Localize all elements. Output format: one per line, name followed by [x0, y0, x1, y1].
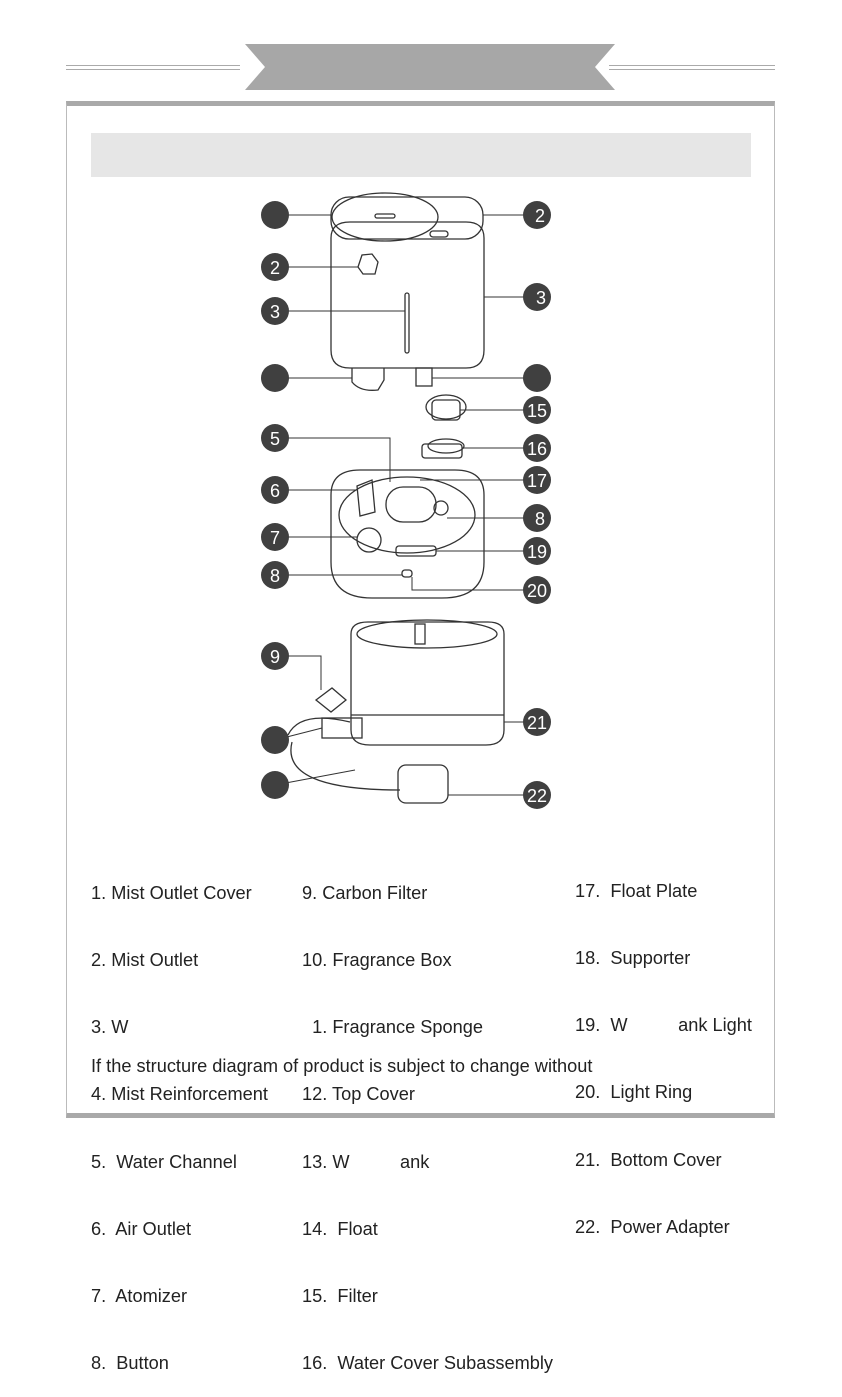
legend-item: 20. Light Ring: [575, 1082, 693, 1103]
callout-7: [261, 523, 289, 551]
legend-item: 1. Fragrance Sponge: [302, 1017, 483, 1038]
legend-item: 19. W ank Light: [575, 1015, 752, 1036]
callout-label: 20: [527, 581, 547, 601]
callout-19: [523, 537, 551, 565]
callout-label: 5: [270, 429, 280, 449]
callout-label: 2: [270, 258, 280, 278]
callout-label: 6: [270, 481, 280, 501]
header-rule-left: [66, 65, 240, 70]
callout-label: 22: [527, 786, 547, 806]
disclaimer-note: If the structure diagram of product is s…: [91, 1056, 593, 1076]
legend-column-2: 9. Carbon Filter 10. Fragrance Box 1. Fr…: [302, 837, 553, 1397]
callout-4: [261, 364, 289, 392]
callout-label: 8: [270, 566, 280, 586]
top-cover: [330, 196, 484, 240]
callout-15: [523, 396, 551, 424]
exploded-diagram: 2 2 3 3 15 5 16 17 6 8 7 19 8 20 9 21 22: [261, 192, 551, 809]
callout-label: 3: [536, 288, 546, 308]
callout-label: 2: [535, 206, 545, 226]
legend-item: 8. Button: [91, 1353, 169, 1374]
callout-3a: [261, 297, 289, 325]
callout-21: [523, 708, 551, 736]
legend-item: 16. Water Cover Subassembly: [302, 1353, 554, 1374]
legend-item: 21. Bottom Cover: [575, 1149, 722, 1170]
water-tank-body: [330, 221, 485, 369]
callout-label: 21: [527, 713, 547, 733]
base-unit: [330, 469, 485, 599]
callout-22: [523, 781, 551, 809]
power-adapter: [397, 764, 449, 804]
legend-item: 2. Mist Outlet: [91, 950, 199, 971]
legend-column-1: 1. Mist Outlet Cover 2. Mist Outlet 3. W…: [91, 837, 268, 1397]
callout-1: [261, 201, 289, 229]
legend-item: 13. W ank: [302, 1151, 430, 1172]
legend-item: 14. Float: [302, 1218, 378, 1239]
mist-outlet-cover: [331, 192, 439, 242]
callout-2b: [261, 253, 289, 281]
header-banner: [245, 44, 615, 90]
callout-label: 9: [270, 647, 280, 667]
legend-item: 5. Water Channel: [91, 1151, 237, 1172]
legend-item: 15. Filter: [302, 1286, 378, 1307]
legend-item: 12. Top Cover: [302, 1084, 415, 1105]
callout-5: [261, 424, 289, 452]
callout-label: 17: [527, 471, 547, 491]
callout-label: 16: [527, 439, 547, 459]
header-rule-right: [609, 65, 775, 70]
legend-column-3: 17. Float Plate 18. Supporter 19. W ank …: [575, 835, 752, 1261]
legend-item: 3. W: [91, 1017, 129, 1038]
callout-label: 15: [527, 401, 547, 421]
callout-10: [261, 726, 289, 754]
callout-8b: [523, 504, 551, 532]
float-plate: [385, 486, 437, 523]
legend-item: 22. Power Adapter: [575, 1216, 730, 1237]
legend-item: 9. Carbon Filter: [302, 882, 428, 903]
bottom-cover: [350, 621, 505, 746]
legend-item: 17. Float Plate: [575, 880, 698, 901]
callout-16: [523, 434, 551, 462]
callout-14: [523, 364, 551, 392]
callout-2a: [523, 201, 551, 229]
callout-20: [523, 576, 551, 604]
legend-item: 10. Fragrance Box: [302, 950, 452, 971]
content-frame: [66, 101, 775, 1118]
carbon-filter: [314, 687, 348, 713]
callout-6: [261, 476, 289, 504]
callout-label: 19: [527, 542, 547, 562]
callout-11: [261, 771, 289, 799]
legend-item: 4. Mist Reinforcement: [91, 1084, 268, 1105]
callout-label: 8: [535, 509, 545, 529]
callout-label: 7: [270, 528, 280, 548]
callout-17: [523, 466, 551, 494]
legend-item: 18. Supporter: [575, 948, 691, 969]
callout-label: 3: [270, 302, 280, 322]
callout-9: [261, 642, 289, 670]
legend-item: 7. Atomizer: [91, 1286, 188, 1307]
legend-item: 1. Mist Outlet Cover: [91, 882, 252, 903]
legend-item: 6. Air Outlet: [91, 1218, 192, 1239]
callout-3b: [523, 283, 551, 311]
callout-8a: [261, 561, 289, 589]
section-title-bar: [91, 133, 751, 177]
